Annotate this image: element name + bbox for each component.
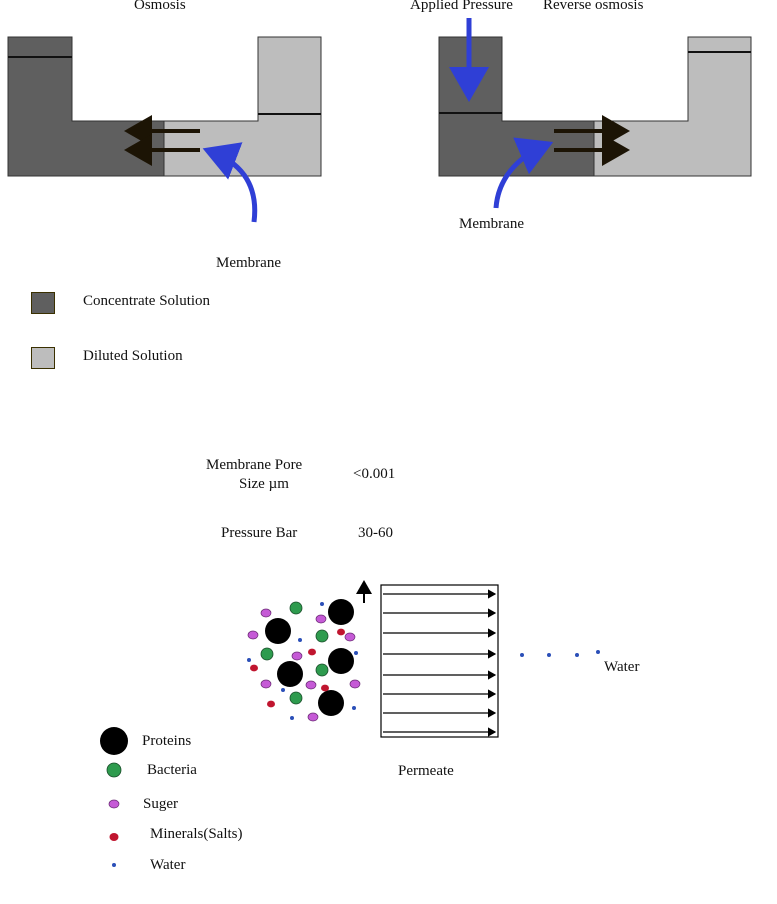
sugar-particle xyxy=(305,680,317,690)
protein-particle xyxy=(265,618,291,644)
protein-particle xyxy=(328,599,354,625)
water-particle xyxy=(354,651,358,655)
ro-concentrate-side xyxy=(438,36,595,177)
osmosis-title: Osmosis xyxy=(134,0,186,13)
diluted-legend-label: Diluted Solution xyxy=(83,348,183,364)
pressure-label: Pressure Bar xyxy=(221,525,298,541)
protein-particle xyxy=(318,690,344,716)
mineral-legend-label: Minerals(Salts) xyxy=(150,826,243,842)
water-legend-icon xyxy=(112,863,116,867)
osmosis-membrane-label: Membrane xyxy=(216,255,281,271)
feed-particles xyxy=(247,599,361,722)
bacteria-particle xyxy=(289,691,303,705)
sugar-particle xyxy=(349,679,361,689)
permeate-label: Permeate xyxy=(398,763,454,779)
pore-size-label-line2: Size µm xyxy=(239,476,289,492)
osmosis-tank xyxy=(7,36,322,223)
water-legend-label: Water xyxy=(150,857,186,873)
protein-legend-icon xyxy=(100,727,128,755)
pore-size-value: <0.001 xyxy=(353,466,396,482)
protein-particle xyxy=(277,661,303,687)
water-particle xyxy=(320,602,324,606)
concentrate-legend-label: Concentrate Solution xyxy=(83,293,211,309)
water-particle xyxy=(352,706,356,710)
bacteria-particle xyxy=(315,663,329,677)
sugar-legend-label: Suger xyxy=(143,796,178,812)
applied-pressure-label: Applied Pressure xyxy=(410,0,513,13)
osmosis-diluted-side xyxy=(163,36,322,177)
mineral-particle xyxy=(321,684,329,692)
sugar-particle xyxy=(247,630,259,640)
bacteria-legend-icon xyxy=(106,762,122,778)
water-particle xyxy=(281,688,285,692)
protein-legend-label: Proteins xyxy=(142,733,192,749)
ro-membrane-label: Membrane xyxy=(459,216,524,232)
osmosis-membrane-pointer xyxy=(202,142,258,223)
bacteria-legend-label: Bacteria xyxy=(147,762,197,778)
mineral-particle xyxy=(250,664,258,672)
ro-diluted-side xyxy=(593,36,752,177)
mineral-particle xyxy=(337,628,345,636)
sugar-particle xyxy=(315,614,327,624)
reverse-osmosis-tank xyxy=(438,18,752,209)
bacteria-particle xyxy=(315,629,329,643)
concentrate-swatch xyxy=(31,292,55,314)
sugar-particle xyxy=(260,679,272,689)
reverse-osmosis-title: Reverse osmosis xyxy=(543,0,644,13)
sugar-particle xyxy=(291,651,303,661)
bacteria-particle xyxy=(289,601,303,615)
particle-legend-markers xyxy=(100,727,128,867)
water-particle xyxy=(290,716,294,720)
bacteria-particle xyxy=(260,647,274,661)
mineral-particle xyxy=(267,700,275,708)
pore-size-label-line1: Membrane Pore xyxy=(206,457,303,473)
diluted-swatch xyxy=(31,347,55,369)
permeate-box xyxy=(380,584,499,738)
sugar-particle xyxy=(260,608,272,618)
protein-particle xyxy=(328,648,354,674)
water-particle xyxy=(247,658,251,662)
water-output-label: Water xyxy=(604,659,640,675)
sugar-particle xyxy=(344,632,356,642)
sugar-particle xyxy=(307,712,319,722)
mineral-legend-icon xyxy=(109,833,119,841)
ro-membrane-pointer xyxy=(493,137,554,209)
sugar-legend-icon xyxy=(108,799,120,809)
mineral-particle xyxy=(308,648,316,656)
permeate-water-dots xyxy=(520,650,600,657)
water-particle xyxy=(298,638,302,642)
pressure-value: 30-60 xyxy=(358,525,393,541)
